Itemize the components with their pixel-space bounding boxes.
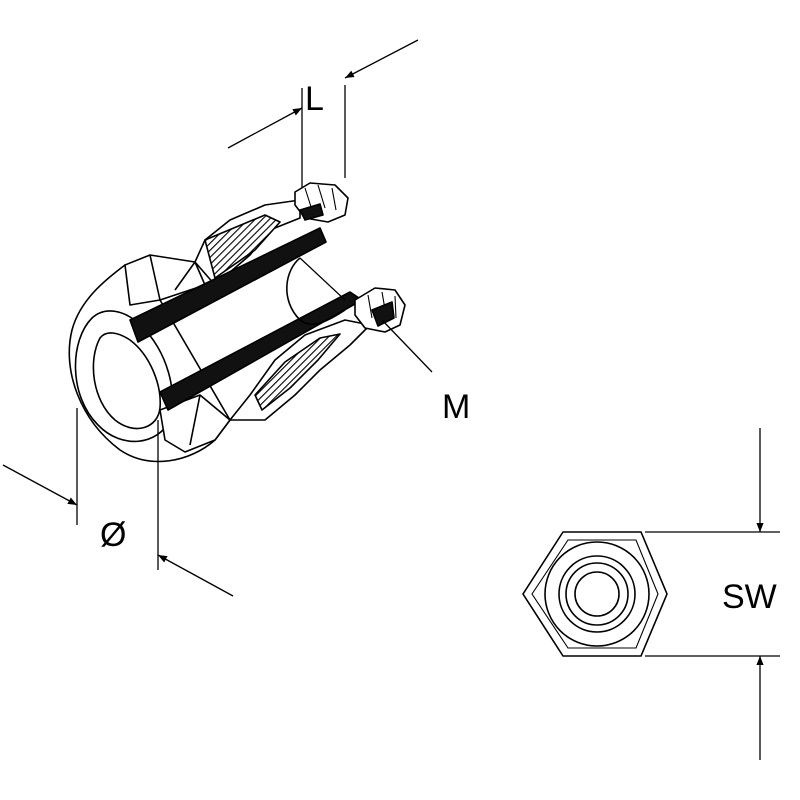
cable-gland-section-view [68, 182, 406, 463]
nut-inner-circle [565, 562, 629, 626]
label-m: M [442, 388, 470, 426]
nut-outer-circle [544, 541, 650, 647]
dome-cap-bore [92, 332, 161, 430]
nut-bore [574, 571, 620, 617]
hex-outline [522, 531, 668, 657]
hex-nut-top-view [522, 531, 668, 657]
thread-hatch-upper [204, 214, 281, 279]
inner-bore [286, 257, 346, 325]
label-diameter: Ø [100, 516, 126, 554]
seal-insert-upper [129, 227, 327, 343]
thread-hatch-lower [254, 333, 341, 411]
leader-m [381, 319, 433, 373]
label-sw: SW [722, 578, 777, 616]
nut-mid-circle [558, 555, 636, 633]
label-l: L [305, 80, 324, 118]
hex-chamfer [531, 539, 659, 649]
dimension-diameter [2, 408, 234, 597]
dimension-sw [645, 428, 780, 760]
dimension-l [227, 39, 419, 188]
